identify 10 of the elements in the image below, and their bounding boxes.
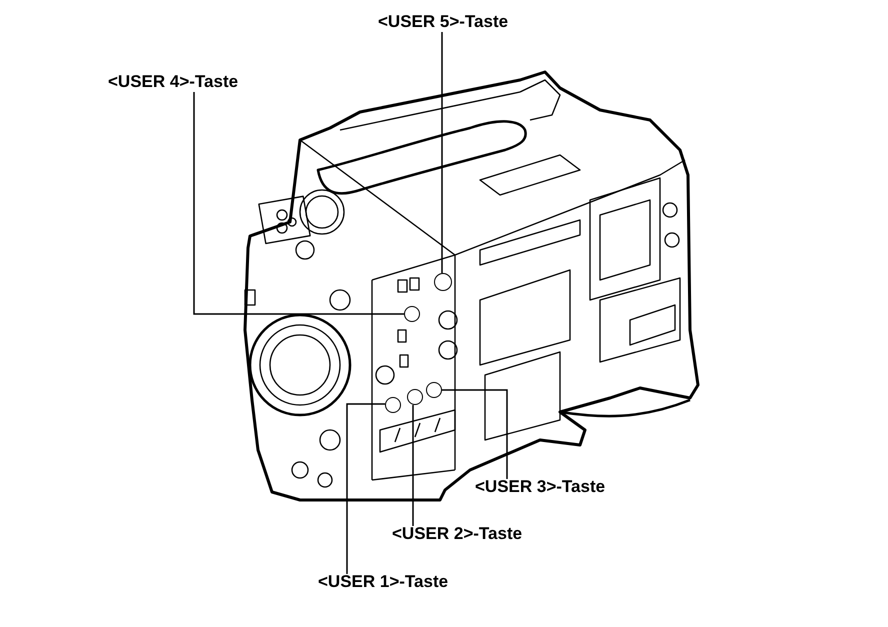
callout-label: <USER 2>-Taste [392, 524, 522, 544]
leader-line [441, 32, 443, 273]
callout-label: <USER 3>-Taste [475, 477, 606, 497]
leader-line [412, 405, 414, 526]
leader-line [193, 92, 404, 315]
callout-label: <USER 4>-Taste [108, 72, 238, 92]
callout-label: <USER 5>-Taste [378, 12, 508, 32]
callout-label: <USER 1>-Taste [318, 572, 448, 592]
leader-line [346, 403, 385, 574]
leader-line [442, 389, 508, 479]
